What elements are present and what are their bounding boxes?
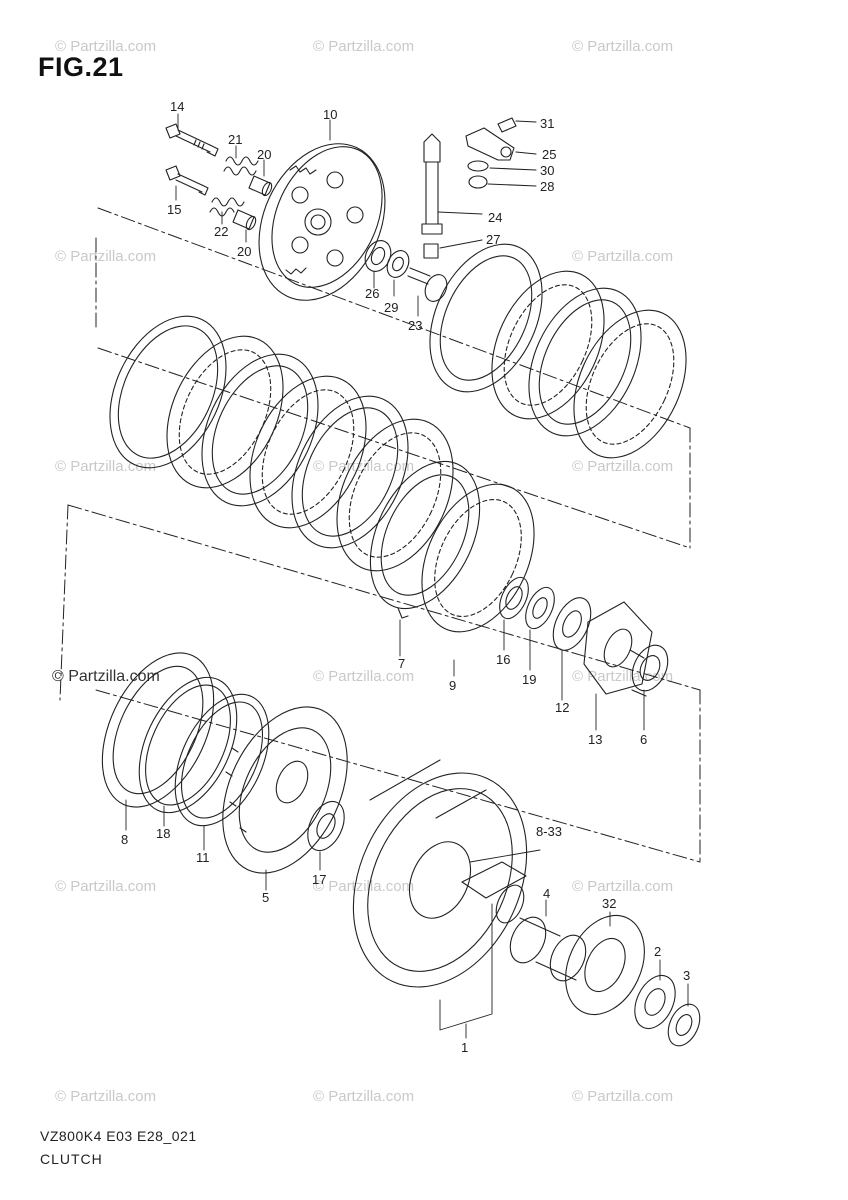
callout-22[interactable]: 22: [214, 224, 228, 239]
watermark: © Partzilla.com: [55, 1088, 157, 1105]
callout-20[interactable]: 20: [257, 147, 271, 162]
seal-part-28: [468, 175, 537, 189]
screw-part-31: [497, 117, 537, 133]
washer-part-19: [525, 586, 555, 630]
spring-part-22: [209, 197, 245, 217]
bolt-part-15: [165, 165, 209, 196]
lever-part-25: [465, 127, 537, 161]
figure-title: FIG.21: [38, 52, 124, 82]
callout-32[interactable]: 32: [602, 896, 616, 911]
spring-part-21: [223, 156, 259, 176]
callout-labels: 14 21 20 10 15 22 20 31 25 30 28 24 27 2…: [121, 99, 690, 1055]
callout-13[interactable]: 13: [588, 732, 602, 747]
watermark: © Partzilla.com: [572, 248, 674, 265]
callout-10[interactable]: 10: [323, 107, 337, 122]
watermark: © Partzilla.com: [55, 248, 157, 265]
callout-14[interactable]: 14: [170, 99, 184, 114]
rod-end-part-23: [407, 267, 448, 302]
pressure-plate-part-10: [258, 143, 386, 301]
ring-part-11: [174, 693, 270, 827]
watermark: © Partzilla.com: [313, 38, 415, 55]
callout-2[interactable]: 2: [654, 944, 661, 959]
nut-part-3: [667, 1003, 701, 1047]
callout-11[interactable]: 11: [196, 850, 210, 865]
callout-1[interactable]: 1: [461, 1040, 468, 1055]
clutch-hub-part-5: [222, 706, 348, 874]
lifter-part-27: [423, 239, 483, 259]
watermark: © Partzilla.com: [313, 1088, 415, 1105]
watermark: © Partzilla.com: [55, 878, 157, 895]
washer-part-29: [386, 250, 410, 278]
push-rod-part-24: [421, 133, 483, 235]
callout-23[interactable]: 23: [408, 318, 422, 333]
callout-26[interactable]: 26: [365, 286, 379, 301]
callout-3[interactable]: 3: [683, 968, 690, 983]
watermark: © Partzilla.com: [313, 878, 415, 895]
bearing-part-12: [552, 597, 592, 651]
gear-part-32: [565, 914, 645, 1016]
drive-plate-stack-upper: [109, 315, 454, 572]
plate-part-9: [421, 483, 535, 633]
callout-16[interactable]: 16: [496, 652, 510, 667]
spring-plate-part-7: [369, 460, 481, 619]
washer-part-30: [467, 160, 537, 172]
hub-part-6: [629, 644, 669, 697]
callout-15[interactable]: 15: [167, 202, 181, 217]
callout-19[interactable]: 19: [522, 672, 536, 687]
watermark: © Partzilla.com: [572, 878, 674, 895]
callout-18[interactable]: 18: [156, 826, 170, 841]
bearing-part-26: [364, 240, 392, 272]
figure-code: VZ800K4 E03 E28_021: [40, 1128, 197, 1144]
washer-part-17: [307, 800, 345, 852]
callout-25[interactable]: 25: [542, 147, 556, 162]
callout-8[interactable]: 8: [121, 832, 128, 847]
sleeve-part-20-lower: [232, 209, 257, 231]
watermark: © Partzilla.com: [572, 458, 674, 475]
callout-27[interactable]: 27: [486, 232, 500, 247]
drive-plate-stack-right: [429, 243, 687, 459]
assembly-outline-lower: [59, 504, 701, 863]
figure-name: CLUTCH: [40, 1151, 103, 1167]
callout-4[interactable]: 4: [543, 886, 550, 901]
watermark: © Partzilla.com: [313, 458, 415, 475]
clutch-housing-part-1: [352, 759, 528, 988]
callout-31[interactable]: 31: [540, 116, 554, 131]
spring-part-18: [138, 676, 238, 814]
callout-12[interactable]: 12: [555, 700, 569, 715]
callout-17[interactable]: 17: [312, 872, 326, 887]
leader-lines: [125, 113, 689, 1039]
callout-7[interactable]: 7: [398, 656, 405, 671]
needle-bearing-part-4: [509, 916, 587, 982]
callout-20[interactable]: 20: [237, 244, 251, 259]
callout-21[interactable]: 21: [228, 132, 242, 147]
spring-plate-part-8: [101, 652, 215, 808]
callout-5[interactable]: 5: [262, 890, 269, 905]
watermark: © Partzilla.com: [55, 38, 157, 55]
callout-8-33[interactable]: 8-33: [536, 824, 562, 839]
assembly-outline-upper: [95, 207, 691, 549]
washer-part-16: [499, 576, 529, 620]
callout-9[interactable]: 9: [449, 678, 456, 693]
sleeve-part-20-upper: [248, 175, 273, 197]
callout-28[interactable]: 28: [540, 179, 554, 194]
callout-24[interactable]: 24: [488, 210, 502, 225]
watermark: © Partzilla.com: [572, 1088, 674, 1105]
callout-29[interactable]: 29: [384, 300, 398, 315]
watermark: © Partzilla.com: [572, 38, 674, 55]
watermark: © Partzilla.com: [313, 668, 415, 685]
callout-6[interactable]: 6: [640, 732, 647, 747]
callout-30[interactable]: 30: [540, 163, 554, 178]
bolt-part-14: [165, 123, 219, 157]
plate-part-13: [583, 601, 653, 695]
washer-part-2: [634, 974, 676, 1030]
